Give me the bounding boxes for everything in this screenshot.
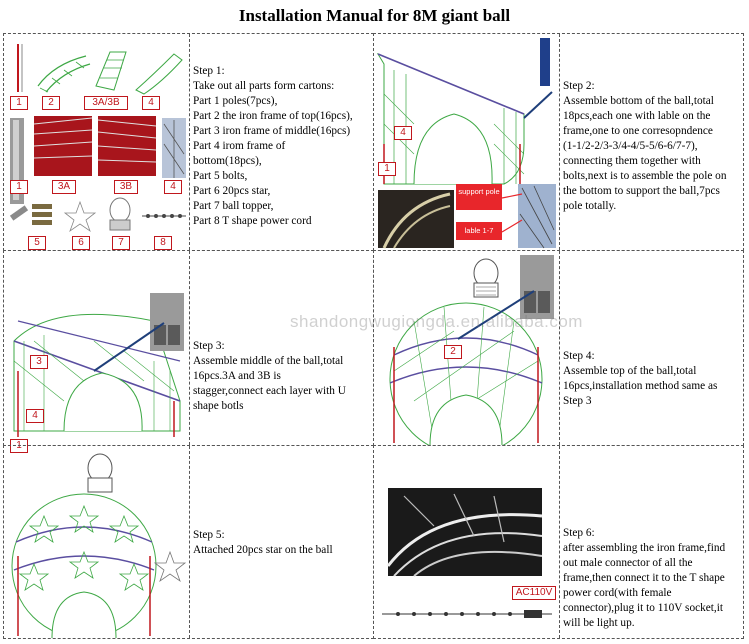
part-label: 3B	[114, 180, 138, 194]
label-callout: lable 1-7	[458, 226, 500, 236]
step-heading: Step 2:	[563, 79, 745, 94]
part-label: 1	[10, 96, 28, 110]
step-6-image: AC110V	[374, 446, 560, 638]
part-label: 4	[164, 180, 182, 194]
step-line: Part 8 T shape power cord	[193, 214, 373, 229]
step-line: shape botls	[193, 399, 375, 414]
steps-grid: 1 2 3A/3B 4 1 3A 3B 4 5 6 7 8 Step 1: Ta…	[3, 33, 744, 639]
part-label: 7	[112, 236, 130, 250]
step-1-image: 1 2 3A/3B 4 1 3A 3B 4 5 6 7 8	[4, 34, 190, 250]
step-line: Assemble middle of the ball,total	[193, 354, 375, 369]
step-4-image: 2	[374, 251, 560, 445]
part-label: 4	[142, 96, 160, 110]
step-line: Assemble bottom of the ball,total	[563, 94, 745, 109]
step-line: will be light up.	[563, 616, 745, 631]
part-label: 4	[394, 126, 412, 140]
step-1-cell: 1 2 3A/3B 4 1 3A 3B 4 5 6 7 8 Step 1: Ta…	[3, 33, 374, 251]
step-line: frame,one to one corresopndence	[563, 124, 745, 139]
part-label: 8	[154, 236, 172, 250]
step-line: bottom(18pcs),	[193, 154, 373, 169]
parts-illustration	[4, 34, 190, 250]
step-line: Take out all parts form cartons:	[193, 79, 373, 94]
part-label: 3A	[52, 180, 76, 194]
step-1-text: Step 1: Take out all parts form cartons:…	[193, 64, 373, 229]
step-heading: Step 1:	[193, 64, 373, 79]
step-line: Part 7 ball topper,	[193, 199, 373, 214]
step-line: frame,then connect it to the T shape	[563, 571, 745, 586]
part-label: 1	[10, 180, 28, 194]
step-line: Part 1 poles(7pcs),	[193, 94, 373, 109]
step-line: the bottom to support the ball,7pcs	[563, 184, 745, 199]
star-ball-illustration	[4, 446, 190, 638]
step-line: Part 4 irom frame of	[193, 139, 373, 154]
page-title: Installation Manual for 8M giant ball	[0, 6, 749, 26]
step-line: Attached 20pcs star on the ball	[193, 543, 375, 558]
step-heading: Step 4:	[563, 349, 745, 364]
step-line: Part 3 iron frame of middle(16pcs)	[193, 124, 373, 139]
wiring-illustration	[374, 446, 560, 638]
step-5-text: Step 5: Attached 20pcs star on the ball	[193, 528, 375, 558]
part-label: 2	[42, 96, 60, 110]
step-3-cell: 3 4 1 Step 3: Assemble middle of the bal…	[3, 250, 374, 446]
part-label: 3A/3B	[84, 96, 128, 110]
step-line: connecting them together with	[563, 154, 745, 169]
step-line: Assemble top of the ball,total	[563, 364, 745, 379]
step-line: (1-1/2-2/3-3/4-4/5-5/6-6/7-7),	[563, 139, 745, 154]
voltage-label: AC110V	[512, 586, 556, 600]
step-line: Part 2 the iron frame of top(16pcs),	[193, 109, 373, 124]
support-pole-callout: support pole	[458, 187, 500, 197]
step-heading: Step 6:	[563, 526, 745, 541]
step-line: 16pcs.3A and 3B is	[193, 369, 375, 384]
step-2-cell: 4 1 support pole lable 1-7 Step 2: Assem…	[373, 33, 744, 251]
step-3-image: 3 4 1	[4, 251, 190, 445]
part-label: 1	[378, 162, 396, 176]
step-line: 16pcs,installation method same as	[563, 379, 745, 394]
step-line: Part 5 bolts,	[193, 169, 373, 184]
step-6-text: Step 6: after assembling the iron frame,…	[563, 526, 745, 631]
step-line: 18pcs,each one with lable on the	[563, 109, 745, 124]
step-2-image: 4 1 support pole lable 1-7	[374, 34, 560, 250]
part-label: 3	[30, 355, 48, 369]
step-2-text: Step 2: Assemble bottom of the ball,tota…	[563, 79, 745, 214]
step-line: connector),plug it to 110V socket,it	[563, 601, 745, 616]
step-line: stagger,connect each layer with U	[193, 384, 375, 399]
part-label: 4	[26, 409, 44, 423]
step-line: Step 3	[563, 394, 745, 409]
step-6-cell: AC110V Step 6: after assembling the iron…	[373, 445, 744, 639]
bottom-assembly-illustration	[374, 34, 560, 250]
step-4-cell: 2 Step 4: Assemble top of the ball,total…	[373, 250, 744, 446]
step-line: bolts,next is to assemble the pole on	[563, 169, 745, 184]
step-5-image	[4, 446, 190, 638]
step-line: out male connector of all the	[563, 556, 745, 571]
watermark: shandongwugiongda.en.alibaba.com	[290, 312, 583, 332]
step-4-text: Step 4: Assemble top of the ball,total 1…	[563, 349, 745, 409]
part-label: 2	[444, 345, 462, 359]
step-line: power cord(with female	[563, 586, 745, 601]
step-heading: Step 5:	[193, 528, 375, 543]
step-line: after assembling the iron frame,find	[563, 541, 745, 556]
step-5-cell: Step 5: Attached 20pcs star on the ball	[3, 445, 374, 639]
step-3-text: Step 3: Assemble middle of the ball,tota…	[193, 339, 375, 414]
step-line: Part 6 20pcs star,	[193, 184, 373, 199]
part-label: 5	[28, 236, 46, 250]
top-assembly-illustration	[374, 251, 560, 445]
step-line: pole totally.	[563, 199, 745, 214]
part-label: 6	[72, 236, 90, 250]
step-heading: Step 3:	[193, 339, 375, 354]
